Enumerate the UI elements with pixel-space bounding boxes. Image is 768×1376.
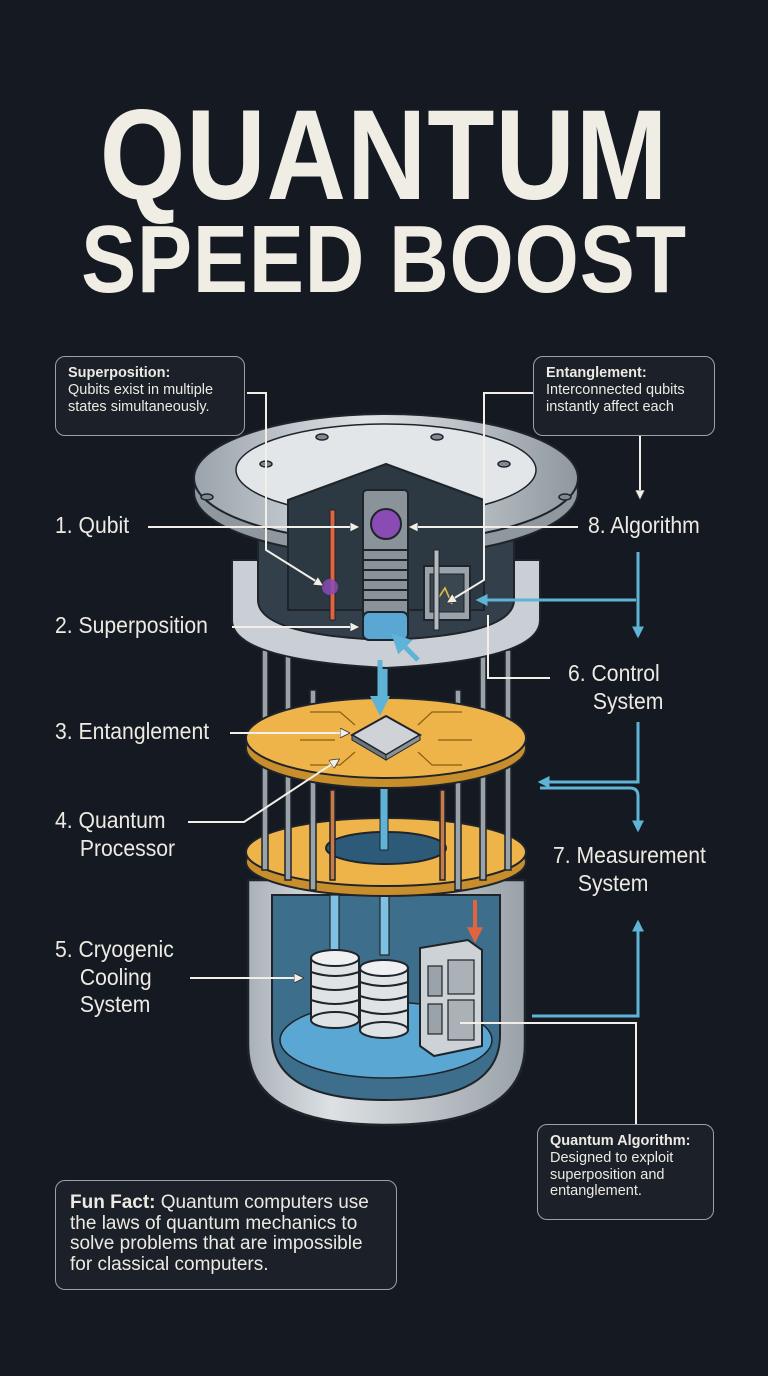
label-qubit: 1. Qubit bbox=[55, 512, 129, 540]
label-algorithm-text: 8. Algorithm bbox=[588, 512, 700, 538]
red-signal-line bbox=[329, 509, 336, 621]
title-line-1: QUANTUM bbox=[99, 84, 669, 227]
label-quantum-processor: 4. Quantum Processor bbox=[55, 807, 175, 862]
label-control-line2: System bbox=[592, 687, 664, 714]
measurement-unit bbox=[419, 938, 483, 1058]
label-qubit-text: 1. Qubit bbox=[55, 512, 130, 538]
cryogenic-tank bbox=[246, 878, 527, 1127]
label-cryogenic-line3: System bbox=[79, 991, 151, 1018]
quantum-algorithm-callout-body: Designed to exploit superposition and en… bbox=[550, 1149, 674, 1200]
label-algorithm: 8. Algorithm bbox=[588, 512, 700, 540]
label-entanglement-text: 3. Entanglement bbox=[55, 718, 210, 744]
cooling-coil-right bbox=[359, 959, 409, 1039]
superposition-callout-leader bbox=[247, 392, 322, 585]
qubit-column bbox=[362, 489, 409, 641]
label-measurement-line2: System bbox=[577, 869, 649, 896]
label-measurement-system: 7. Measurement System bbox=[553, 842, 706, 897]
superposition-base bbox=[362, 611, 409, 641]
qubit-sphere bbox=[370, 508, 402, 540]
label-measurement-line1: 7. Measurement bbox=[553, 842, 706, 868]
label-control-system: 6. Control System bbox=[568, 660, 663, 715]
cooling-coil-left bbox=[310, 949, 360, 1029]
label-entanglement: 3. Entanglement bbox=[55, 718, 209, 746]
upper-chamber bbox=[193, 413, 579, 716]
entanglement-callout-leader bbox=[448, 392, 533, 602]
label-cryogenic-line1: 5. Cryogenic bbox=[55, 936, 174, 962]
quantum-algorithm-callout: Quantum Algorithm: Designed to exploit s… bbox=[537, 1124, 714, 1220]
label-leader-lines bbox=[148, 392, 640, 1128]
label-cryogenic-line2: Cooling bbox=[79, 963, 152, 990]
label-superposition-text: 2. Superposition bbox=[55, 612, 208, 638]
label-superposition: 2. Superposition bbox=[55, 612, 208, 640]
fun-fact-box: Fun Fact: Quantum computers use the laws… bbox=[55, 1180, 397, 1290]
small-qubit bbox=[322, 579, 338, 595]
entanglement-callout-heading: Entanglement: bbox=[546, 365, 647, 381]
superposition-callout: Superposition: Qubits exist in multiple … bbox=[55, 356, 245, 436]
fun-fact-body: Quantum computers use the laws of quantu… bbox=[70, 1192, 369, 1275]
label-processor-line1: 4. Quantum bbox=[55, 807, 166, 833]
quantum-algorithm-callout-leader bbox=[460, 1022, 637, 1128]
quantum-processor-chip bbox=[349, 714, 423, 761]
quantum-algorithm-callout-heading: Quantum Algorithm: bbox=[550, 1133, 691, 1149]
control-flow-arrows bbox=[475, 552, 644, 1018]
label-cryogenic-cooling: 5. Cryogenic Cooling System bbox=[55, 936, 174, 1019]
processor-board bbox=[245, 697, 527, 789]
superposition-callout-heading: Superposition: bbox=[68, 365, 171, 381]
processor-to-measurement-arrow bbox=[540, 786, 644, 833]
entanglement-callout-body: Interconnected qubits instantly affect e… bbox=[546, 381, 685, 415]
processor-leader bbox=[188, 760, 338, 823]
label-processor-line2: Processor bbox=[79, 834, 176, 861]
label-control-line1: 6. Control bbox=[568, 660, 660, 686]
tank-to-measurement-arrow bbox=[532, 919, 644, 1018]
control-to-processor-arrow bbox=[537, 722, 640, 788]
control-leader bbox=[487, 615, 550, 679]
fun-fact-heading: Fun Fact: bbox=[70, 1192, 156, 1213]
entanglement-callout: Entanglement: Interconnected qubits inst… bbox=[533, 356, 715, 436]
superposition-callout-body: Qubits exist in multiple states simultan… bbox=[68, 381, 214, 415]
title-line-2: SPEED BOOST bbox=[81, 206, 687, 313]
